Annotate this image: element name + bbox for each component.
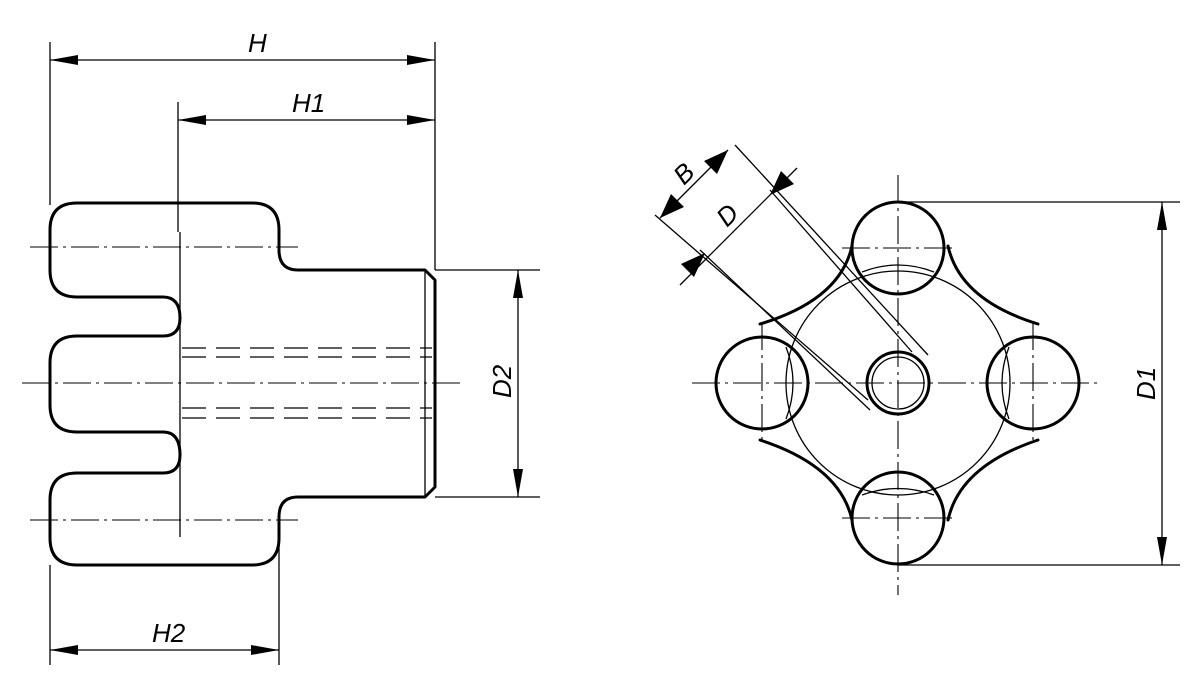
label-d2: D2 (487, 364, 517, 398)
side-view: H H1 H2 D2 (22, 28, 540, 665)
extension-line (769, 189, 913, 353)
label-h2: H2 (152, 618, 186, 648)
label-d1: D1 (1131, 367, 1161, 400)
arrowhead (513, 469, 523, 497)
arrowhead (1157, 537, 1167, 565)
extension-line (699, 249, 871, 411)
label-d: D (710, 198, 744, 232)
arrowhead (770, 171, 794, 195)
arrowhead (407, 55, 435, 65)
arrowhead (704, 150, 728, 174)
arrowhead (660, 194, 684, 218)
arrowhead (50, 55, 78, 65)
label-h: H (248, 28, 267, 58)
arrowhead (513, 270, 523, 298)
arrowhead (407, 115, 435, 125)
arrowhead (1157, 202, 1167, 230)
label-b: B (667, 157, 700, 190)
arrowhead (178, 115, 206, 125)
side-view-outline (48, 201, 437, 567)
arrowhead (681, 253, 705, 277)
front-view: B D D1 (654, 144, 1180, 595)
arrowhead (50, 645, 78, 655)
label-h1: H1 (292, 88, 325, 118)
front-view-profile (758, 244, 1040, 522)
arrowhead (251, 645, 279, 655)
extension-line (734, 144, 929, 356)
